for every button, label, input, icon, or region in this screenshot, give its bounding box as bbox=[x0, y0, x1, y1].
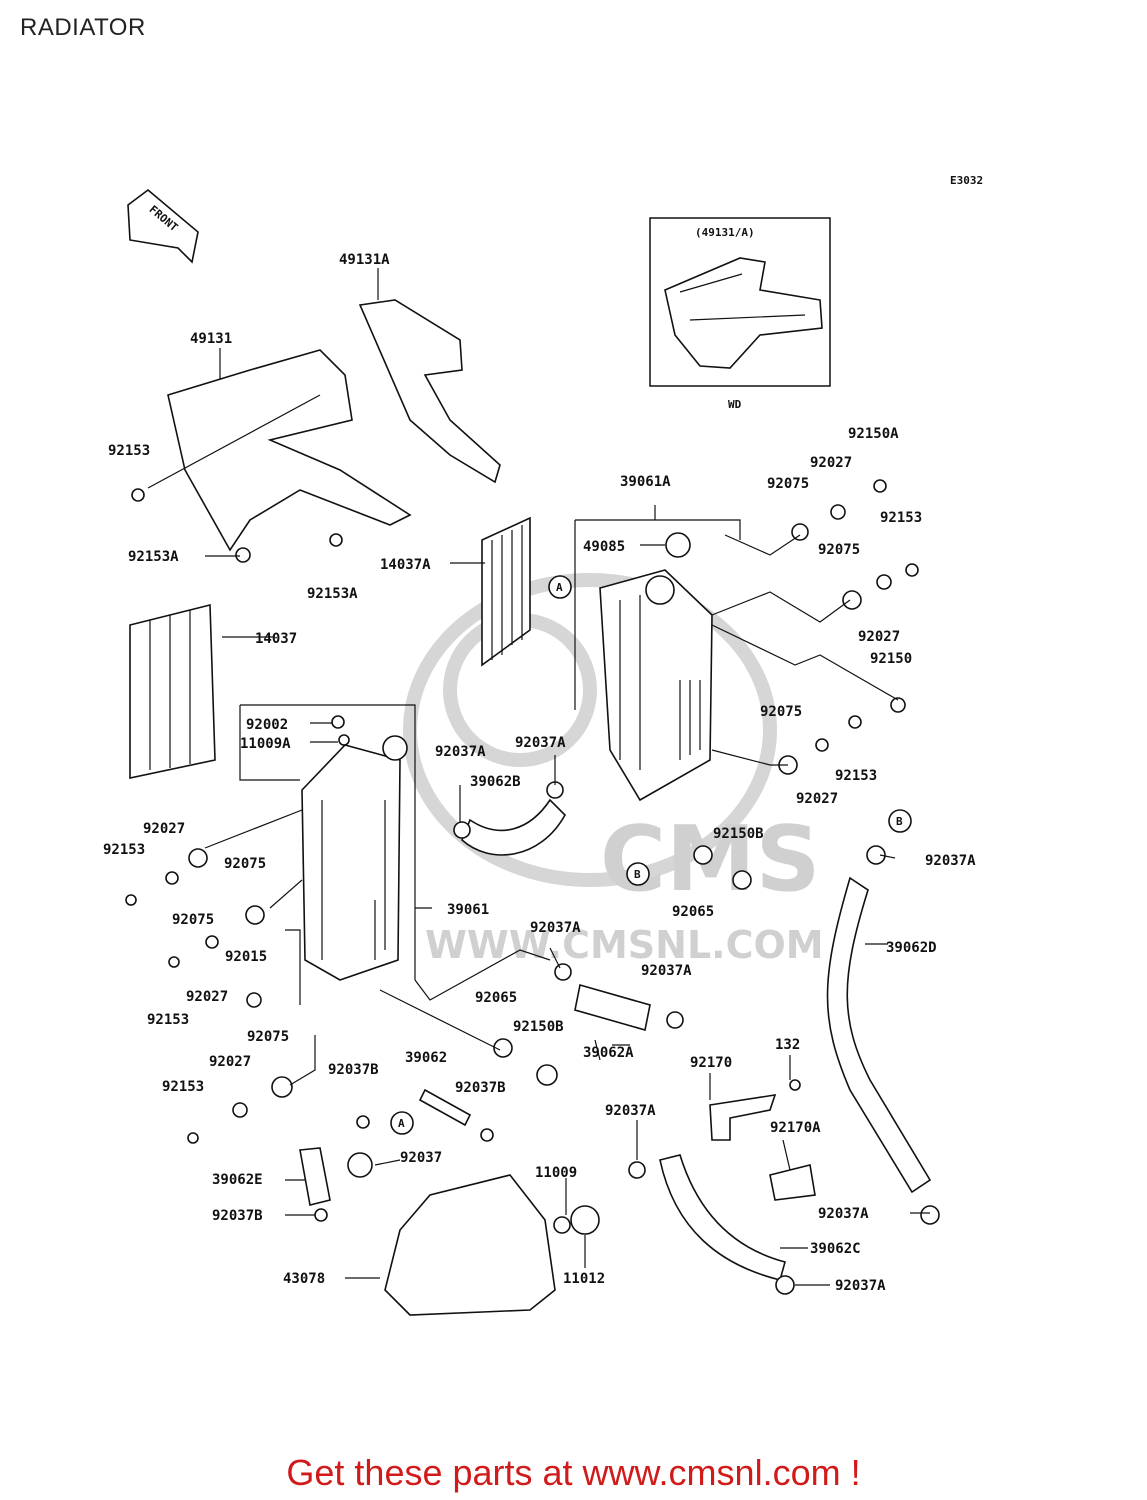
part-label: 49085 bbox=[583, 539, 625, 555]
part-label: 92027 bbox=[209, 1054, 251, 1070]
part-label: 39062A bbox=[583, 1045, 634, 1061]
part-label: 92027 bbox=[810, 455, 852, 471]
shroud-graphic bbox=[358, 299, 501, 484]
part-label: 92037A bbox=[530, 920, 581, 936]
part-label: 43078 bbox=[283, 1271, 325, 1287]
part-label: 92037A bbox=[605, 1103, 656, 1119]
part-label: 92037A bbox=[515, 735, 566, 751]
part-label: 92027 bbox=[796, 791, 838, 807]
fasteners bbox=[125, 479, 940, 1295]
ref-marker-B-2: B bbox=[626, 862, 650, 886]
part-label: 92075 bbox=[818, 542, 860, 558]
ref-marker-A-2: A bbox=[390, 1111, 414, 1135]
part-label: 92153 bbox=[103, 842, 145, 858]
part-label: 92075 bbox=[760, 704, 802, 720]
part-label: 92002 bbox=[246, 717, 288, 733]
part-label: 92153A bbox=[128, 549, 179, 565]
hose-39062A bbox=[574, 983, 651, 1032]
part-label: 92037B bbox=[328, 1062, 379, 1078]
svg-text:A: A bbox=[556, 581, 563, 594]
radiator-shroud bbox=[167, 349, 412, 552]
part-label: 92037B bbox=[455, 1080, 506, 1096]
part-label: 92153A bbox=[307, 586, 358, 602]
svg-text:B: B bbox=[634, 868, 641, 881]
cta-link[interactable]: Get these parts at www.cmsnl.com ! bbox=[286, 1452, 861, 1493]
part-label: 14037 bbox=[255, 631, 297, 647]
clip-92170A bbox=[769, 1164, 816, 1201]
seal-11009 bbox=[553, 1216, 571, 1234]
part-label: 92170 bbox=[690, 1055, 732, 1071]
part-label: 39062B bbox=[470, 774, 521, 790]
inset-variant: WD bbox=[728, 398, 742, 411]
part-label: 11012 bbox=[563, 1271, 605, 1287]
hose-39062B bbox=[461, 798, 566, 856]
reserve-tank bbox=[384, 1174, 556, 1316]
part-label: 92150B bbox=[513, 1019, 564, 1035]
part-label: 92075 bbox=[767, 476, 809, 492]
radiator-right bbox=[599, 569, 713, 802]
part-label: 49131A bbox=[339, 252, 390, 268]
part-label: 92150 bbox=[870, 651, 912, 667]
part-label: 92153 bbox=[162, 1079, 204, 1095]
part-label: 92065 bbox=[672, 904, 714, 920]
part-label: 92037 bbox=[400, 1150, 442, 1166]
part-label: 39062C bbox=[810, 1241, 861, 1257]
hose-39062E bbox=[299, 1147, 331, 1206]
radiator-guard-left bbox=[129, 603, 216, 779]
part-label: 92075 bbox=[172, 912, 214, 928]
diagram-code: E3032 bbox=[950, 174, 983, 187]
part-label: 92065 bbox=[475, 990, 517, 1006]
part-label: 11009A bbox=[240, 736, 291, 752]
part-label: 92037A bbox=[925, 853, 976, 869]
part-label: 92037A bbox=[435, 744, 486, 760]
part-label: 14037A bbox=[380, 557, 431, 573]
part-label: 92015 bbox=[225, 949, 267, 965]
clamp-92037 bbox=[347, 1152, 373, 1178]
part-label: 49131 bbox=[190, 331, 232, 347]
part-label: 39061A bbox=[620, 474, 671, 490]
part-label: 92075 bbox=[247, 1029, 289, 1045]
svg-text:B: B bbox=[896, 815, 903, 828]
part-label: 92075 bbox=[224, 856, 266, 872]
ref-marker-B-1: B bbox=[888, 809, 912, 833]
inset-caption: (49131/A) bbox=[695, 226, 755, 239]
radiator-guard-right bbox=[481, 516, 531, 667]
part-label: 11009 bbox=[535, 1165, 577, 1181]
part-label: 92037A bbox=[641, 963, 692, 979]
part-label: 92153 bbox=[108, 443, 150, 459]
part-label: 92037A bbox=[818, 1206, 869, 1222]
svg-text:A: A bbox=[398, 1117, 405, 1130]
part-label: 92037A bbox=[835, 1278, 886, 1294]
leader-lines bbox=[147, 268, 930, 1286]
part-label: 39062E bbox=[212, 1172, 263, 1188]
watermark-url-text: WWW.CMSNL.COM bbox=[425, 923, 824, 967]
part-label: 92153 bbox=[835, 768, 877, 784]
part-label: 132 bbox=[775, 1037, 800, 1053]
part-label: 92027 bbox=[186, 989, 228, 1005]
hose-39062D bbox=[826, 876, 932, 1194]
part-label: 39061 bbox=[447, 902, 489, 918]
part-label: 92150A bbox=[848, 426, 899, 442]
part-label: 92027 bbox=[858, 629, 900, 645]
hose-39062C bbox=[659, 1154, 786, 1281]
cap-11012 bbox=[570, 1205, 600, 1235]
bracket-92170 bbox=[709, 1094, 777, 1141]
part-label: 92037B bbox=[212, 1208, 263, 1224]
ref-marker-A-1: A bbox=[548, 575, 572, 599]
part-labels: 49131A 49131 92153 92153A 92153A 14037A … bbox=[103, 252, 976, 1294]
pipe-39062 bbox=[418, 1088, 472, 1127]
part-label: 92153 bbox=[880, 510, 922, 526]
part-label: 92153 bbox=[147, 1012, 189, 1028]
part-label: 92150B bbox=[713, 826, 764, 842]
part-label: 39062D bbox=[886, 940, 937, 956]
page-title: RADIATOR bbox=[20, 14, 146, 41]
part-label: 39062 bbox=[405, 1050, 447, 1066]
radiator-left bbox=[301, 735, 408, 981]
shroud-variant-inset: (49131/A) WD bbox=[649, 217, 831, 411]
part-label: 92170A bbox=[770, 1120, 821, 1136]
part-label: 92027 bbox=[143, 821, 185, 837]
front-arrow-icon: FRONT bbox=[127, 188, 199, 264]
